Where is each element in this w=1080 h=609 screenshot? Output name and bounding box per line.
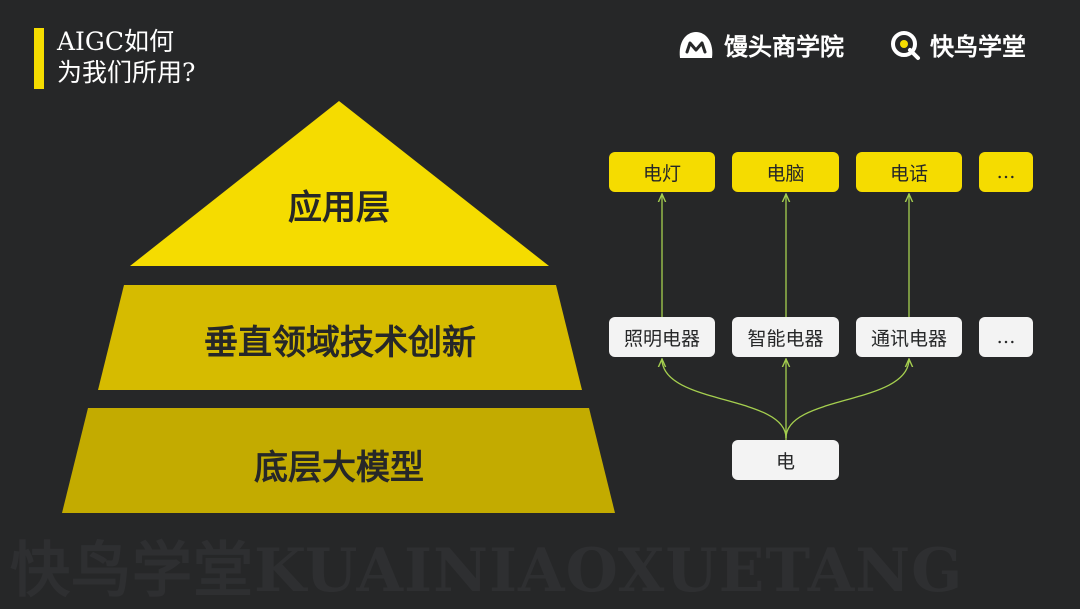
category-node-communication: 通讯电器 (856, 317, 962, 357)
title-accent-bar (34, 28, 44, 89)
watermark: 快鸟学堂KUAINIAOXUETANG (10, 536, 964, 606)
pyramid-tier-middle (98, 285, 582, 390)
pyramid-tier-bottom (62, 408, 615, 513)
kuainiao-logo-icon (890, 29, 922, 61)
brand-kuainiao-name: 快鸟学堂 (930, 33, 1026, 61)
app-node-lamp: 电灯 (609, 152, 715, 192)
brand-mantou: 馒头商学院 (676, 27, 844, 62)
brand-mantou-name: 馒头商学院 (724, 33, 844, 61)
app-node-phone: 电话 (856, 152, 962, 192)
page-title: AIGC如何 为我们所用? (57, 26, 195, 88)
category-node-smart: 智能电器 (732, 317, 839, 357)
brand-kuainiao: 快鸟学堂 (890, 27, 1026, 62)
title-line-2: 为我们所用? (57, 58, 196, 87)
connector-root-to-comm (785, 359, 909, 439)
tier-label-middle: 垂直领域技术创新 (204, 323, 476, 363)
app-node-more: … (979, 152, 1033, 192)
connector-root-to-lighting (662, 359, 787, 439)
title-line-1: AIGC如何 (57, 27, 175, 56)
pyramid-tier-top (130, 101, 549, 266)
mantou-logo-icon (676, 28, 716, 62)
category-node-more: … (979, 317, 1033, 357)
tier-label-bottom: 底层大模型 (254, 448, 424, 488)
root-node-electricity: 电 (732, 440, 839, 480)
app-node-computer: 电脑 (732, 152, 839, 192)
category-node-lighting: 照明电器 (609, 317, 715, 357)
tier-label-top: 应用层 (288, 188, 390, 228)
